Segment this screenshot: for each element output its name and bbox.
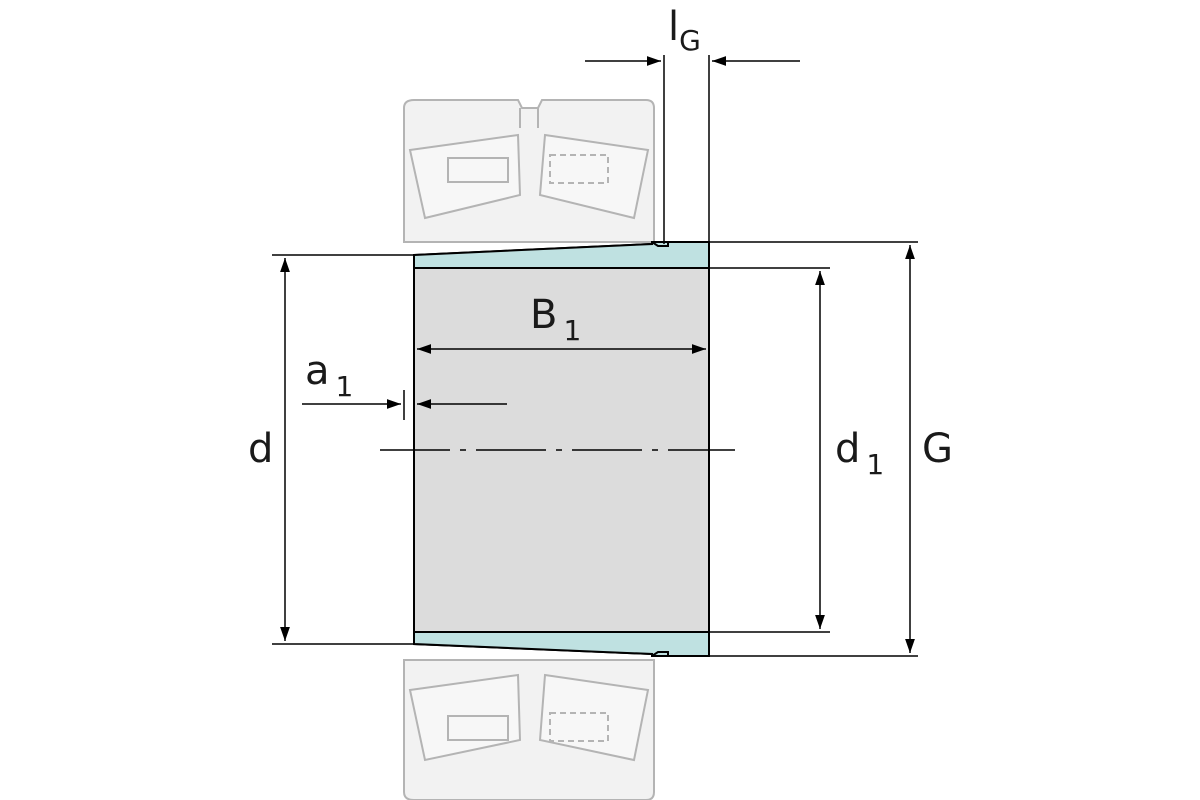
cage-bottom-right [549,712,609,742]
adapter-sleeve [413,241,710,657]
cage-top-left [447,157,509,183]
extension-lines [272,55,918,657]
dimension-lines [280,56,915,653]
sleeve-body [413,241,710,657]
label-lG: lG [668,4,701,57]
roller-top-right [538,133,650,220]
cage-top-right [549,154,609,184]
bearing-ghost [403,99,655,800]
label-d: d [248,426,273,472]
label-G: G [922,426,953,472]
cage-bottom-left [447,715,509,741]
roller-bottom-right [538,673,650,762]
